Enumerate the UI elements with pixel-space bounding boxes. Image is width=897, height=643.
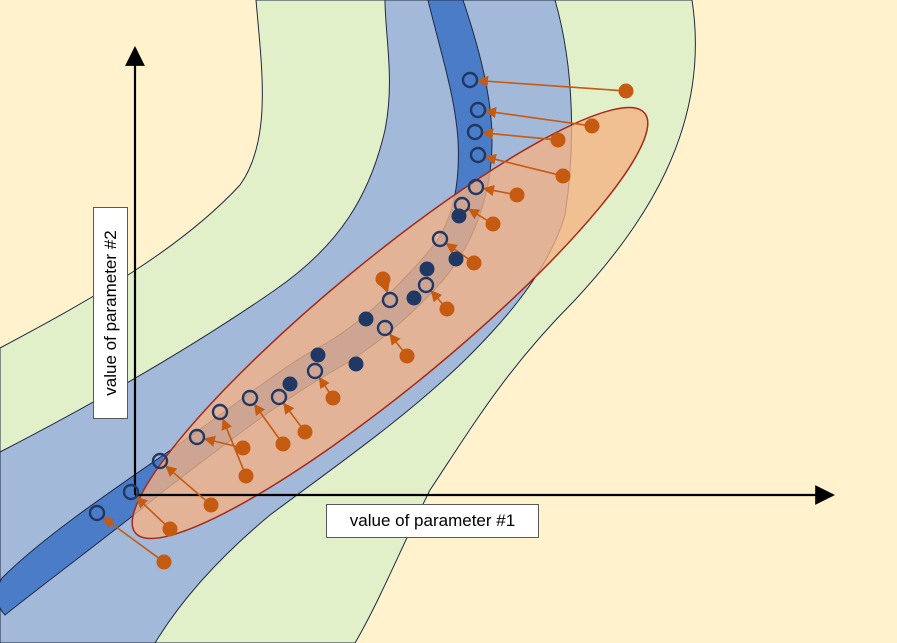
update-arrow: [283, 402, 303, 428]
sample-point: [156, 554, 172, 570]
sample-point: [275, 436, 291, 452]
sample-point: [439, 301, 455, 317]
filled-dark-point: [406, 290, 422, 306]
sample-point: [399, 348, 415, 364]
update-arrow: [389, 333, 404, 352]
sample-point: [485, 216, 501, 232]
filled-dark-point: [348, 356, 364, 372]
filled-dark-points: [282, 208, 467, 392]
sample-point: [618, 83, 634, 99]
sample-point: [162, 521, 178, 537]
sample-point: [235, 440, 251, 456]
filled-dark-point: [419, 261, 435, 277]
filled-dark-point: [448, 251, 464, 267]
target-point-hollow: [417, 276, 435, 294]
sample-point: [375, 271, 391, 287]
sample-point: [297, 424, 313, 440]
target-point-hollow: [466, 123, 484, 141]
target-point-hollow: [306, 362, 324, 380]
update-arrow: [481, 128, 553, 141]
filled-dark-point: [310, 347, 326, 363]
update-arrow: [165, 465, 207, 502]
update-arrow: [102, 517, 160, 560]
target-point-hollow: [469, 146, 487, 164]
sample-point: [325, 390, 341, 406]
target-point-hollow: [461, 71, 479, 89]
update-arrow: [482, 184, 512, 196]
target-point-hollow: [88, 504, 106, 522]
target-point-hollow: [376, 319, 394, 337]
update-arrow: [430, 290, 444, 306]
target-point-hollow: [381, 291, 399, 309]
sample-point: [203, 497, 219, 513]
y-axis-label: value of parameter #2: [93, 207, 128, 419]
sample-point: [584, 118, 600, 134]
target-point-hollow: [151, 452, 169, 470]
update-arrow: [318, 376, 331, 394]
update-arrow: [445, 242, 470, 261]
target-point-hollow: [122, 483, 140, 501]
sample-point: [509, 187, 525, 203]
target-point-hollow: [188, 428, 206, 446]
filled-dark-point: [358, 311, 374, 327]
update-arrow: [254, 403, 281, 440]
sample-point: [466, 255, 482, 271]
target-point-hollow: [469, 101, 487, 119]
target-point-hollow: [270, 388, 288, 406]
filled-dark-point: [451, 208, 467, 224]
sample-points: [156, 83, 634, 570]
update-arrows: [102, 75, 621, 560]
target-point-hollow: [467, 178, 485, 196]
update-arrow: [476, 75, 621, 92]
filled-dark-point: [282, 376, 298, 392]
update-arrow: [135, 496, 167, 526]
target-point-hollow: [211, 403, 229, 421]
sample-point: [238, 468, 254, 484]
sample-point: [550, 132, 566, 148]
x-axis-label: value of parameter #1: [326, 504, 539, 538]
target-point-hollow: [241, 389, 259, 407]
update-arrow: [203, 435, 238, 448]
sample-point: [555, 168, 571, 184]
update-arrow: [484, 106, 587, 126]
update-arrow: [484, 153, 558, 176]
target-points: [88, 71, 487, 522]
target-point-hollow: [431, 230, 449, 248]
y-axis-label-text: value of parameter #2: [100, 230, 120, 396]
update-arrow: [467, 208, 489, 222]
